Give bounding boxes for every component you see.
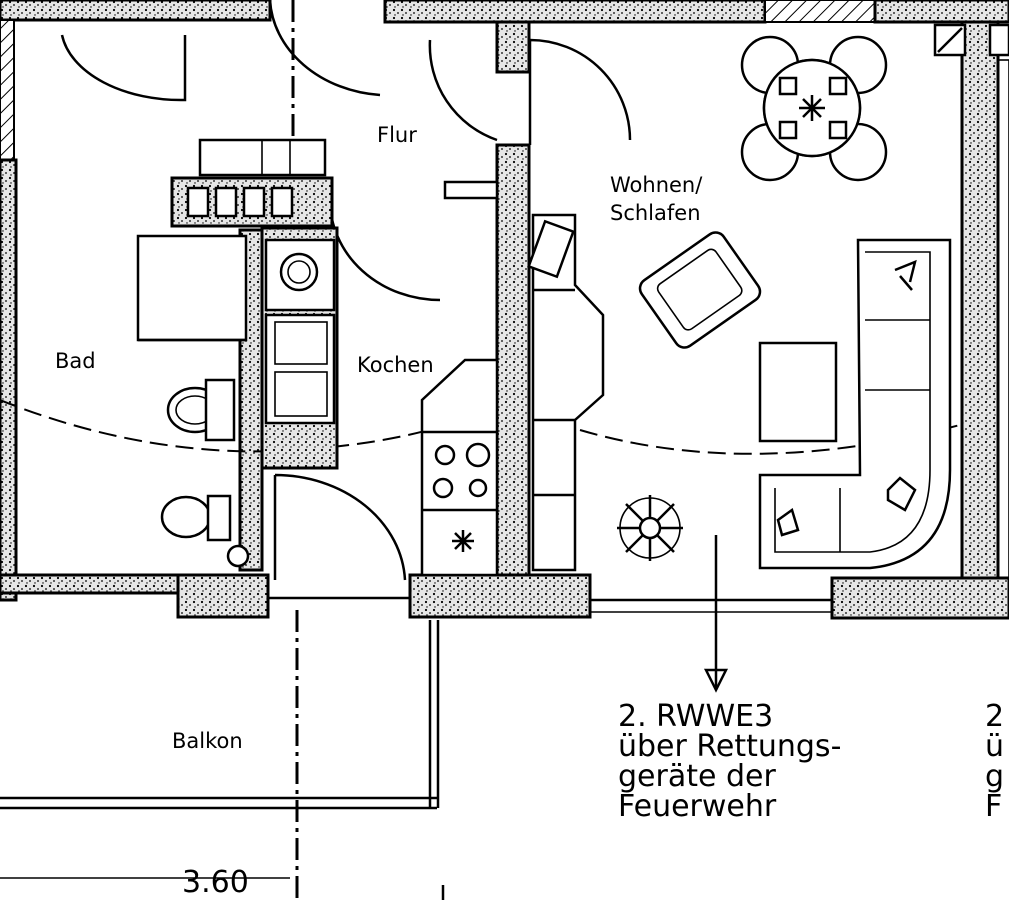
bottom-wall-pier-3 (830, 576, 1009, 620)
meter-4 (270, 186, 294, 218)
vent-box-2 (988, 23, 1009, 57)
armchair (638, 231, 762, 349)
toilet-tank (206, 494, 232, 542)
left-wall-upper (0, 19, 15, 161)
note-cut-line-4: F (985, 789, 1002, 824)
door-swing-wohnen (528, 38, 632, 145)
cup-2 (828, 76, 848, 96)
meter-2 (214, 186, 238, 218)
label-bad: Bad (55, 349, 96, 373)
boiler-circle (279, 252, 319, 292)
note-cut-line-2: ü (985, 729, 1004, 764)
door-swing-entry (268, 0, 381, 97)
bathroom-fixtures (136, 138, 334, 568)
rescue-arrow-head (703, 668, 729, 693)
label-kochen: Kochen (357, 353, 434, 377)
bottom-wall-pier-2 (408, 573, 592, 619)
top-wall-right (873, 0, 1009, 24)
sofa (758, 238, 952, 570)
partition-wall-center-top (495, 20, 531, 74)
cushion-3 (776, 507, 800, 537)
living-furniture (527, 35, 952, 693)
note-cut-line-3: g (985, 759, 1004, 794)
meter-3 (242, 186, 266, 218)
kitchen-sink (264, 313, 336, 425)
coffee-table (758, 341, 838, 443)
wardrobe (531, 213, 605, 572)
cup-1 (778, 76, 798, 96)
label-balkon: Balkon (172, 729, 243, 753)
floor-drain (226, 544, 250, 568)
top-wall-middle (383, 0, 767, 24)
burner-2 (465, 442, 491, 468)
plant (617, 495, 683, 561)
washing-machine (136, 234, 248, 342)
partition-wall-center (495, 143, 531, 577)
bottom-wall-left (0, 573, 182, 595)
kitchen-counter (420, 358, 499, 577)
label-flur: Flur (377, 123, 417, 147)
cup-4 (828, 120, 848, 140)
meter-1 (186, 186, 210, 218)
top-wall-left (0, 0, 272, 22)
left-wall-lower (0, 158, 18, 602)
note-line-4: Feuerwehr (618, 789, 777, 824)
kitchen-shelf (443, 180, 499, 200)
dimension-label: 3.60 (182, 865, 249, 900)
table-flower (799, 95, 825, 121)
sink-counter (204, 378, 236, 442)
kitchen-fixtures (260, 180, 499, 577)
burner-3 (432, 477, 454, 499)
door-swing-bad (60, 34, 187, 102)
note-line-2: über Rettungs- (618, 729, 841, 764)
right-wall (960, 20, 1000, 584)
toilet (160, 495, 212, 539)
door-swing-balcony (273, 473, 407, 581)
fridge-symbol (452, 530, 474, 552)
right-wall-inner (997, 59, 1009, 581)
burner-1 (434, 444, 456, 466)
balcony (0, 620, 445, 900)
walls (0, 0, 1009, 620)
label-wohnen-line2: Schlafen (610, 201, 701, 225)
cup-3 (778, 120, 798, 140)
top-wall-hatched (764, 0, 876, 23)
note-line-1: 2. RWWE3 (618, 699, 773, 734)
note-cut-line-1: 2 (985, 699, 1004, 734)
cushion-2 (886, 476, 917, 512)
door-swing-flur (428, 39, 498, 142)
bottom-wall-pier-1 (176, 573, 270, 619)
burner-4 (468, 478, 488, 498)
cushion-1 (894, 259, 917, 291)
label-wohnen-line1: Wohnen/ (610, 173, 703, 197)
note-line-3: geräte der (618, 759, 776, 794)
vent-boxes (933, 23, 1009, 57)
tv (527, 219, 575, 279)
door-swing-kitchen (328, 195, 441, 302)
